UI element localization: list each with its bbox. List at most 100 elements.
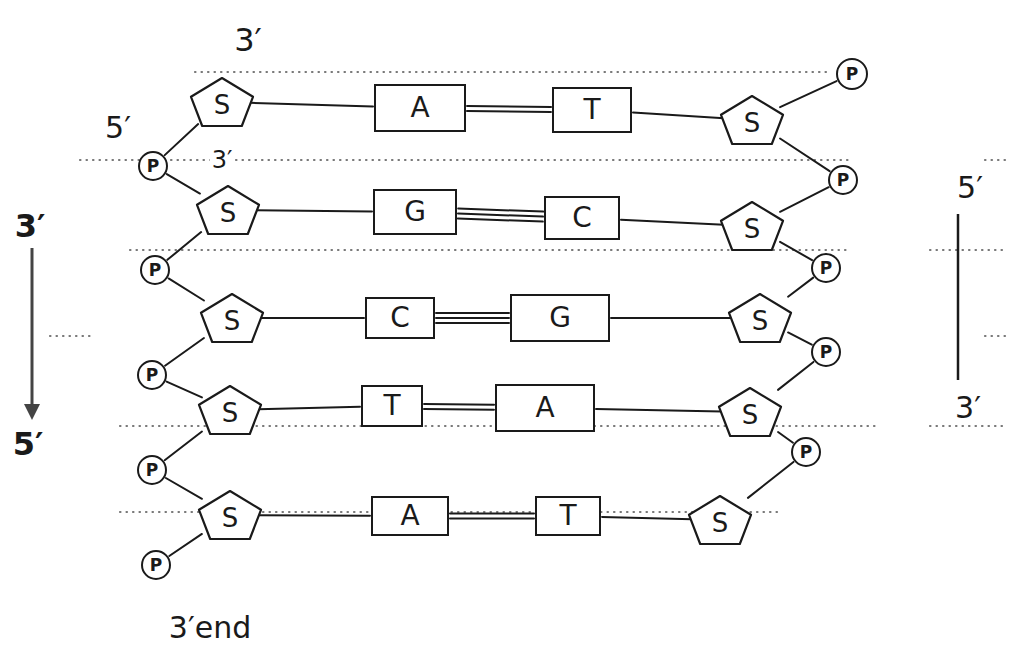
base-box: T (361, 385, 423, 427)
base-letter: A (410, 94, 429, 122)
phosphate-letter: P (149, 262, 161, 279)
backbone-bond (748, 462, 793, 498)
phosphate-letter: P (820, 260, 832, 277)
phosphate-circle: P (811, 337, 841, 367)
phosphate-letter: P (846, 66, 858, 83)
strand-end-label: 3′ (953, 393, 983, 423)
sugar-letter: S (224, 308, 241, 334)
strand-end-label: 3′ (210, 148, 235, 172)
base-letter: G (549, 304, 571, 332)
end-label: 3′end (167, 613, 253, 643)
sugar-letter: S (744, 110, 761, 136)
phosphate-letter: P (820, 344, 832, 361)
direction-arrow (24, 248, 40, 420)
base-box: G (510, 294, 610, 342)
phosphate-letter: P (800, 444, 812, 461)
base-letter: G (404, 198, 426, 226)
backbone-bond (780, 242, 812, 260)
strand-end-label: 3′ (232, 24, 264, 56)
hydrogen-bond (450, 514, 534, 519)
phosphate-circle: P (138, 151, 168, 181)
backbone-bond (169, 534, 202, 556)
base-letter: T (383, 392, 400, 420)
sugar-letter: S (744, 216, 761, 242)
sugar-pentagon: S (687, 494, 753, 546)
phosphate-letter: P (146, 367, 158, 384)
sugar-letter: S (752, 308, 769, 334)
sugar-letter: S (222, 505, 239, 531)
backbone-bond (167, 232, 201, 260)
sugar-pentagon: S (719, 94, 785, 146)
base-box: C (365, 297, 435, 339)
backbone-bond (788, 332, 812, 344)
phosphate-circle: P (811, 253, 841, 283)
phosphate-circle: P (140, 255, 170, 285)
sugar-base-bond (621, 220, 724, 225)
base-letter: T (559, 502, 576, 530)
strand-end-label: 5′ (11, 428, 46, 460)
backbone-bond (778, 432, 793, 443)
phosphate-circle: P (791, 437, 821, 467)
backbone-bond (167, 382, 202, 398)
base-box: A (371, 496, 449, 536)
sugar-base-bond (258, 407, 360, 410)
hydrogen-bond (458, 209, 543, 222)
phosphate-circle: P (137, 360, 167, 390)
backbone-bond (778, 362, 813, 390)
base-letter: T (583, 96, 600, 124)
sugar-pentagon: S (719, 200, 785, 252)
sugar-base-bond (258, 514, 370, 517)
base-box: C (544, 196, 620, 240)
phosphate-circle: P (836, 58, 868, 90)
sugar-letter: S (214, 92, 231, 118)
backbone-bond (165, 338, 204, 366)
phosphate-circle: P (828, 165, 858, 195)
sugar-pentagon: S (197, 384, 263, 436)
strand-end-label: 5′ (955, 173, 985, 203)
backbone-bond (788, 278, 813, 297)
sugar-base-bond (256, 210, 372, 211)
phosphate-circle: P (137, 455, 167, 485)
sugar-base-bond (596, 409, 722, 411)
sugar-pentagon: S (727, 292, 793, 344)
sugar-base-bond (250, 103, 373, 107)
sugar-base-bond (633, 113, 724, 119)
phosphate-circle: P (141, 550, 171, 580)
sugar-letter: S (742, 402, 759, 428)
phosphate-letter: P (146, 462, 158, 479)
dotted-line (50, 72, 1008, 512)
sugar-base-bond (602, 517, 692, 519)
backbone-bond (780, 187, 829, 212)
sugar-pentagon: S (199, 292, 265, 344)
base-box: G (373, 189, 457, 235)
base-letter: C (572, 204, 592, 232)
sugar-letter: S (220, 200, 237, 226)
sugar-pentagon: S (189, 76, 255, 128)
direction-line (957, 214, 960, 380)
base-box: A (495, 384, 595, 432)
sugar-pentagon: S (195, 184, 261, 236)
base-letter: C (390, 304, 410, 332)
sugar-pentagon: S (197, 489, 263, 541)
base-letter: A (535, 394, 554, 422)
phosphate-letter: P (150, 557, 162, 574)
base-letter: A (400, 502, 419, 530)
sugar-pentagon: S (717, 386, 783, 438)
hydrogen-bond (436, 313, 509, 323)
strand-end-label: 5′ (103, 113, 133, 143)
sugar-letter: S (712, 510, 729, 536)
phosphate-letter: P (147, 158, 159, 175)
sugar-base-bond (611, 317, 732, 319)
sugar-letter: S (222, 400, 239, 426)
backbone-bond (780, 81, 837, 107)
backbone-bond (169, 278, 204, 300)
hydrogen-bond (467, 106, 551, 112)
base-box: T (552, 87, 632, 133)
sugar-base-bond (260, 317, 364, 319)
phosphate-letter: P (837, 172, 849, 189)
backbone-bond (166, 478, 202, 499)
base-box: A (374, 84, 466, 132)
backbone-bond (780, 138, 830, 171)
hydrogen-bond (424, 404, 494, 410)
strand-end-label: 3′ (13, 210, 48, 242)
